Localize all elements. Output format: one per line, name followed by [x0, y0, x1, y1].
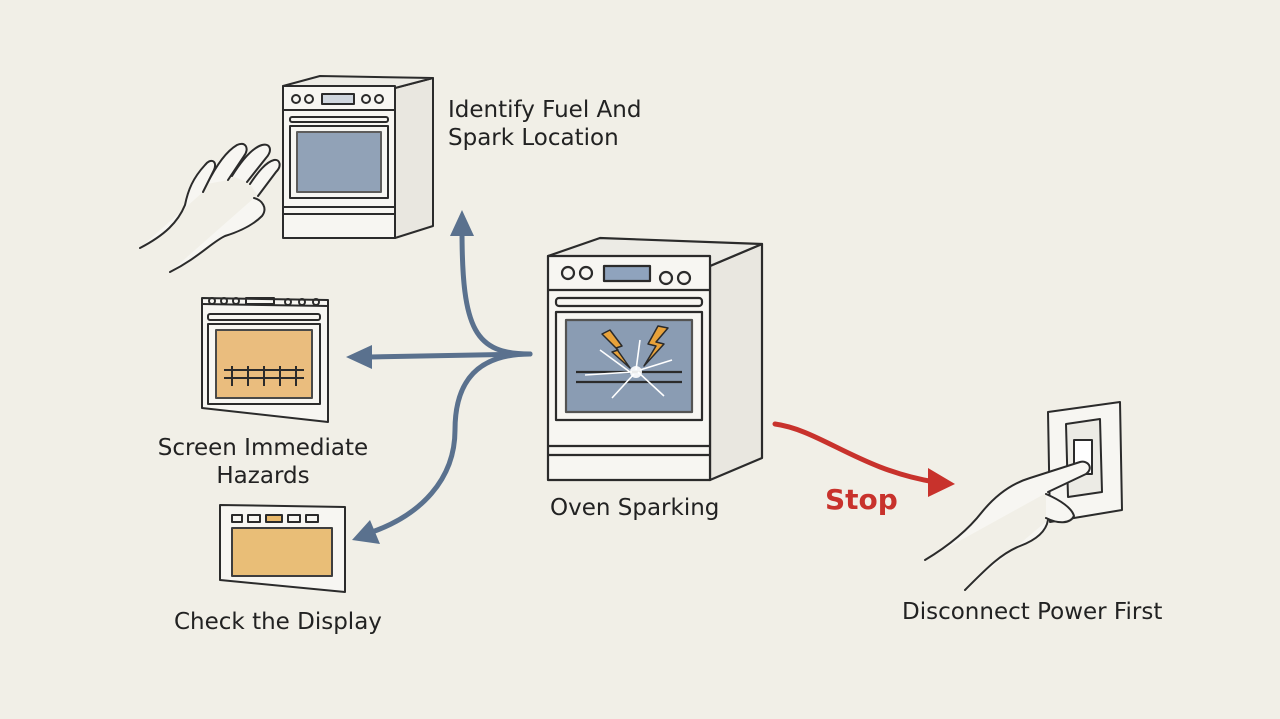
branch-arrows	[346, 210, 533, 544]
oven-icon	[201, 297, 329, 423]
arrow-head-identify	[450, 210, 474, 236]
node-center-label: Oven Sparking	[550, 495, 720, 521]
arrow-to-display	[369, 351, 533, 535]
node-identify-label: Identify Fuel And Spark Location	[448, 97, 642, 151]
arrow-to-identify	[459, 227, 533, 357]
oven-icon	[546, 236, 764, 482]
node-screen-label: Screen Immediate Hazards	[157, 435, 369, 489]
hand-icon	[924, 460, 1091, 591]
oven-icon	[282, 75, 434, 239]
edge-stop-label: Stop	[825, 483, 898, 516]
node-disconnect-label: Disconnect Power First	[902, 599, 1163, 625]
spark-icon	[584, 325, 673, 399]
hand-icon	[139, 142, 281, 273]
arrow-head-screen	[346, 345, 372, 369]
stop-arrow	[772, 421, 955, 497]
display-panel-icon	[219, 504, 346, 593]
node-display-label: Check the Display	[174, 609, 382, 635]
stop-arrow-head	[928, 468, 955, 497]
arrow-head-display	[352, 520, 380, 544]
